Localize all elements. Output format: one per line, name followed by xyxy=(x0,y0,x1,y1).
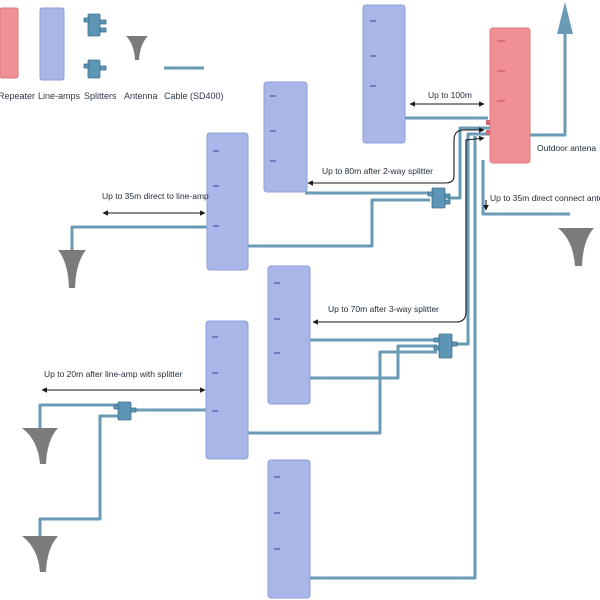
splitter-3way xyxy=(433,333,458,359)
line-amp-3 xyxy=(206,132,249,271)
annotation-up-to-20m: Up to 20m after line-amp with splitter xyxy=(44,369,183,379)
annotation-up-to-100m: Up to 100m xyxy=(428,90,472,100)
annotation-up-to-70m: Up to 70m after 3-way splitter xyxy=(328,304,439,314)
antenna-icon xyxy=(558,228,594,266)
legend-antenna-label: Antenna xyxy=(124,91,158,101)
annotation-up-to-35m-line-amp: Up to 35m direct to line-amp xyxy=(102,191,209,201)
line-amp-top xyxy=(362,4,406,144)
antenna-icon xyxy=(126,36,148,60)
legend-line-amp-swatch xyxy=(39,7,65,81)
legend-line-amps-label: Line-amps xyxy=(38,91,81,101)
repeater xyxy=(486,27,531,164)
annotation-outdoor-antenna: Outdoor antena xyxy=(537,143,596,153)
splitter-icon xyxy=(83,13,107,79)
legend-cable-label: Cable (SD400) xyxy=(164,91,224,101)
line-amp-4 xyxy=(267,265,311,405)
antenna-icon xyxy=(22,536,58,572)
legend: Repeater Line-amps Splitters Antenna Cab… xyxy=(0,7,224,101)
legend-splitters-label: Splitters xyxy=(84,91,117,101)
annotation-up-to-80m: Up to 80m after 2-way splitter xyxy=(322,166,433,176)
legend-repeater-swatch xyxy=(0,7,19,79)
splitter-left xyxy=(113,401,137,421)
line-amp-2 xyxy=(263,81,308,193)
splitter-2way xyxy=(427,187,451,209)
annotation-arrows xyxy=(41,101,489,393)
legend-repeater-label: Repeater xyxy=(0,91,35,101)
antenna-icon xyxy=(22,428,58,464)
line-amp-5 xyxy=(205,320,249,460)
line-amp-6 xyxy=(267,459,311,599)
annotation-up-to-35m-antennas: Up to 35m direct connect antennas xyxy=(490,193,600,203)
outdoor-antenna-arrow-icon xyxy=(557,2,573,34)
antenna-icon xyxy=(58,250,86,288)
